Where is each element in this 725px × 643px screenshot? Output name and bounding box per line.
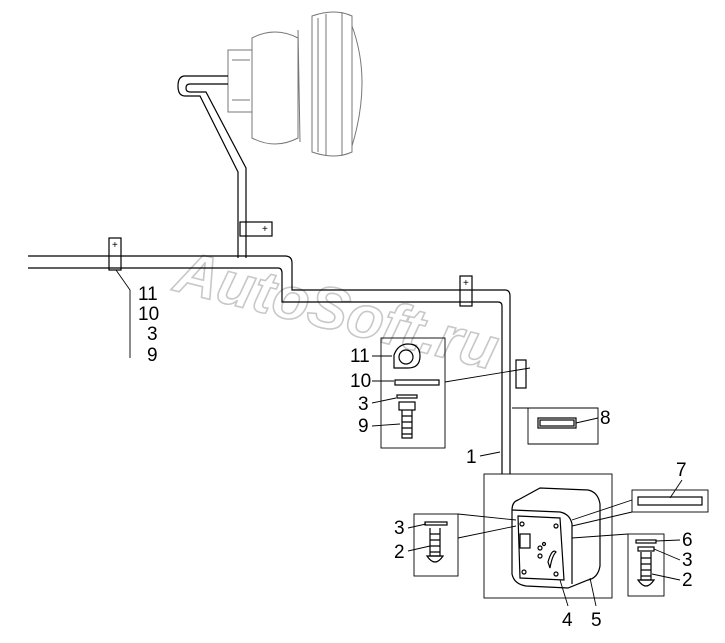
bottom-callouts: 4 5 — [559, 577, 602, 631]
bolt-thread-left-icon — [429, 528, 441, 557]
callout-2-left: 2 — [394, 542, 405, 563]
valve-unit-body — [511, 487, 601, 589]
mid-callout-11: 11 — [350, 346, 370, 367]
callout-5: 5 — [591, 610, 602, 631]
mid-callout-3: 3 — [358, 394, 369, 415]
plate-icon — [635, 539, 657, 544]
clamp-pad-detail: 8 — [512, 407, 611, 445]
mid-callout-10: 10 — [350, 371, 371, 392]
mid-callout-9: 9 — [358, 416, 369, 437]
callout-7: 7 — [676, 460, 687, 481]
strip-part-icon — [394, 379, 440, 386]
clamp-part-icon — [393, 343, 421, 369]
valve-indicator — [519, 533, 531, 549]
callout-2-right: 2 — [682, 570, 693, 591]
valve-unit-frame — [483, 473, 613, 599]
callout-1: 1 — [466, 447, 477, 468]
left-callout-stack: 11 10 3 9 — [115, 269, 159, 366]
bolt-thread-icon — [401, 410, 413, 439]
pipe-callout: 1 — [466, 447, 501, 468]
valve-lever-icon — [547, 550, 557, 569]
washer-part-icon — [396, 394, 418, 399]
left-callout-9: 9 — [147, 345, 158, 366]
main-pipe: + + — [28, 237, 527, 474]
callout-3-left: 3 — [394, 518, 405, 539]
turbocharger-housing — [227, 11, 363, 157]
bolt-thread-right-icon — [640, 552, 652, 581]
right-hardware-detail: 6 3 2 — [571, 530, 693, 597]
callout-3-right: 3 — [682, 550, 693, 571]
upper-clamp — [239, 221, 273, 237]
left-hardware-detail: 3 2 — [394, 513, 517, 577]
washer-icon — [637, 546, 655, 552]
washer-left-icon — [424, 521, 448, 526]
bolt-head-left-icon — [425, 555, 445, 563]
callout-4: 4 — [562, 610, 573, 631]
bolt-head-right-icon — [636, 579, 656, 587]
left-callout-3: 3 — [147, 324, 158, 345]
svg-text:+: + — [262, 224, 268, 235]
clamp-detail-box: 11 10 3 9 — [350, 337, 531, 449]
left-clamp — [108, 237, 122, 271]
left-callout-11: 11 — [138, 284, 158, 305]
callout-8: 8 — [600, 408, 611, 429]
upper-pipe: + — [177, 75, 273, 258]
callout-6: 6 — [682, 530, 693, 551]
svg-text:+: + — [112, 240, 118, 251]
left-callout-10: 10 — [138, 304, 159, 325]
bolt-head-icon — [398, 401, 416, 411]
right-clamp — [515, 359, 527, 389]
svg-text:+: + — [463, 278, 469, 289]
watermark: AutoSoft.ru — [167, 237, 505, 382]
mid-clamp — [459, 275, 473, 307]
gasket-detail: 7 — [571, 460, 709, 527]
